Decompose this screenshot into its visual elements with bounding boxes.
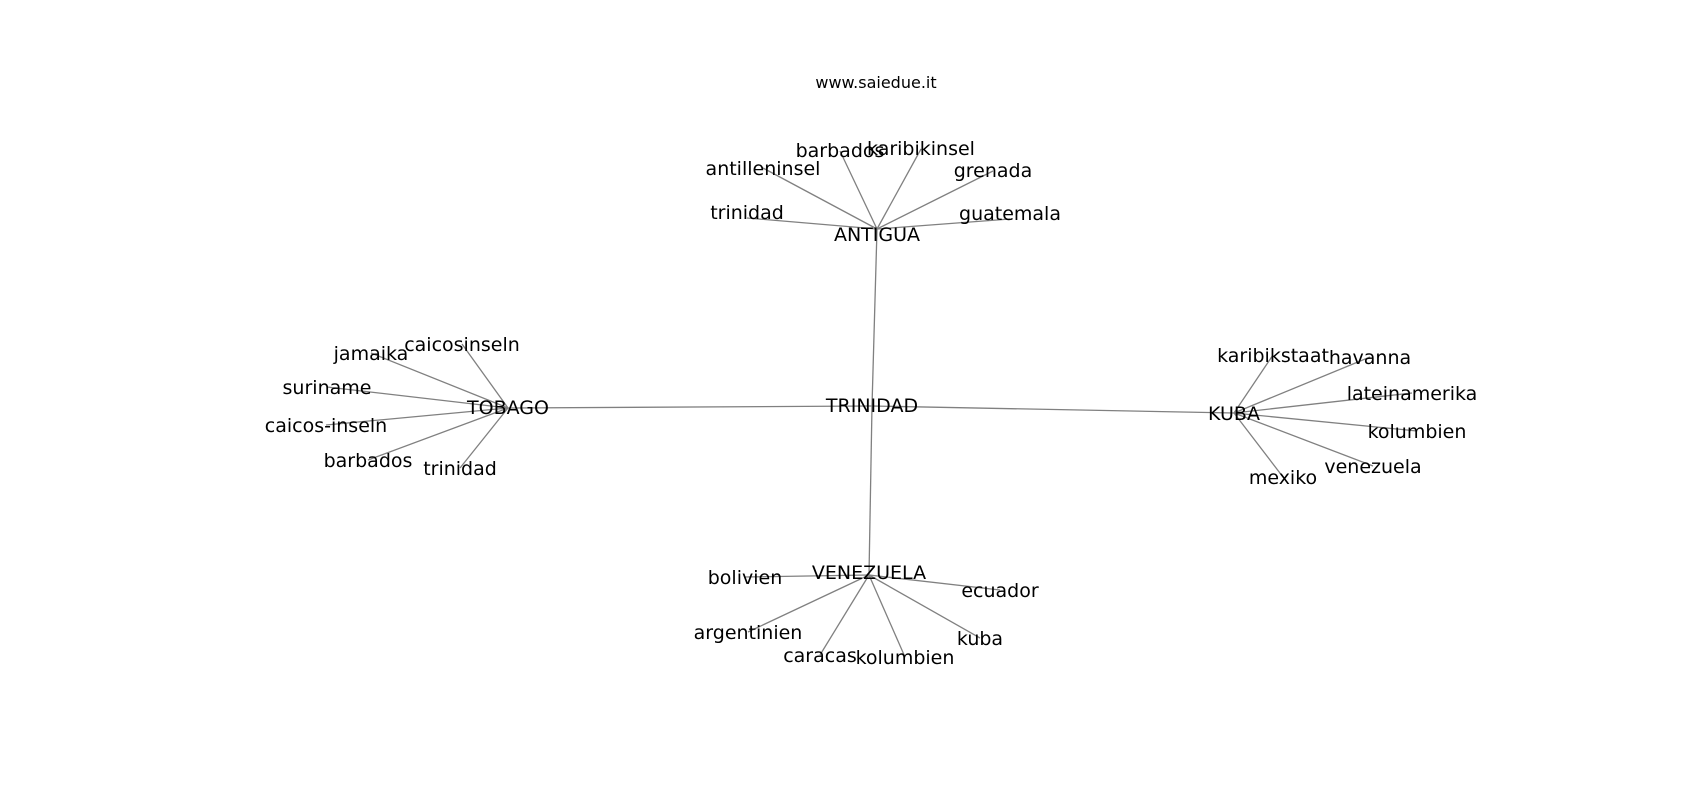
edge-trinidad-antigua xyxy=(871,228,878,407)
edge-tobago-suriname xyxy=(326,386,509,409)
leaf-venezuela-kolumbien: kolumbien xyxy=(856,647,955,669)
leaf-venezuela-argentinien: argentinien xyxy=(694,622,803,644)
leaf-antigua-trinidad: trinidad xyxy=(710,202,784,224)
leaf-kuba-karibikstaat: karibikstaat xyxy=(1217,345,1329,367)
site-watermark: www.saiedue.it xyxy=(815,73,936,92)
edge-tobago-barbados xyxy=(367,407,509,461)
edge-venezuela-bolivien xyxy=(744,574,870,578)
edge-antigua-karibikinsel xyxy=(876,148,922,230)
leaf-tobago-caicos-inseln: caicos-inseln xyxy=(265,415,387,437)
leaf-venezuela-caracas: caracas xyxy=(783,645,857,667)
edge-antigua-grenada xyxy=(876,170,994,230)
edge-antigua-guatemala xyxy=(876,218,1011,230)
leaf-tobago-caicosinseln: caicosinseln xyxy=(404,334,520,356)
leaf-tobago-jamaika: jamaika xyxy=(333,343,409,365)
leaf-kuba-mexiko: mexiko xyxy=(1249,467,1317,489)
edge-venezuela-kolumbien xyxy=(868,574,906,658)
node-tobago: TOBAGO xyxy=(466,397,549,419)
leaf-antigua-guatemala: guatemala xyxy=(959,203,1061,225)
node-venezuela: VENEZUELA xyxy=(812,562,926,584)
leaf-venezuela-ecuador: ecuador xyxy=(961,580,1039,602)
leaf-tobago-barbados: barbados xyxy=(324,450,413,472)
edge-kuba-mexiko xyxy=(1233,412,1284,478)
edge-venezuela-kuba xyxy=(868,574,981,639)
edge-kuba-venezuela xyxy=(1233,412,1374,467)
edge-antigua-trinidad xyxy=(746,217,878,230)
edge-antigua-barbados xyxy=(839,150,878,230)
leaf-tobago-suriname: suriname xyxy=(283,377,372,399)
edge-venezuela-ecuador xyxy=(868,574,1001,591)
leaf-kuba-kolumbien: kolumbien xyxy=(1368,421,1467,443)
edge-tobago-jamaika xyxy=(370,352,509,409)
labels-layer: www.saiedue.it TRINIDAD trinidad antillen… xyxy=(265,73,1478,669)
leaf-kuba-lateinamerika: lateinamerika xyxy=(1347,383,1478,405)
edge-kuba-kolumbien xyxy=(1233,412,1418,432)
edge-tobago-trinidad xyxy=(459,407,509,469)
node-trinidad-center: TRINIDAD xyxy=(825,395,918,417)
edge-kuba-lateinamerika xyxy=(1233,392,1413,414)
edge-venezuela-caracas xyxy=(819,574,870,656)
edge-trinidad-venezuela xyxy=(868,405,873,576)
edge-antigua-antilleninsel xyxy=(762,167,878,230)
edges-layer xyxy=(325,148,1418,658)
edge-trinidad-kuba xyxy=(871,405,1235,414)
node-antigua: ANTIGUA xyxy=(834,224,920,246)
edge-kuba-havanna xyxy=(1233,356,1371,414)
edge-tobago-caicosinseln xyxy=(461,343,509,409)
node-kuba: KUBA xyxy=(1208,403,1260,425)
leaf-antigua-grenada: grenada xyxy=(954,160,1033,182)
leaf-tobago-trinidad: trinidad xyxy=(423,458,497,480)
edge-venezuela-argentinien xyxy=(747,574,870,633)
edge-kuba-karibikstaat xyxy=(1233,354,1274,414)
leaf-venezuela-kuba: kuba xyxy=(957,628,1003,650)
edge-tobago-caicos-inseln xyxy=(325,407,509,426)
leaf-venezuela-bolivien: bolivien xyxy=(708,567,783,589)
leaf-antigua-barbados: barbados xyxy=(796,140,885,162)
edge-trinidad-tobago xyxy=(507,405,873,409)
leaf-kuba-havanna: havanna xyxy=(1329,347,1411,369)
leaf-antigua-karibikinsel: karibikinsel xyxy=(867,138,975,160)
leaf-kuba-venezuela: venezuela xyxy=(1324,456,1421,478)
leaf-antigua-antilleninsel: antilleninsel xyxy=(706,158,821,180)
